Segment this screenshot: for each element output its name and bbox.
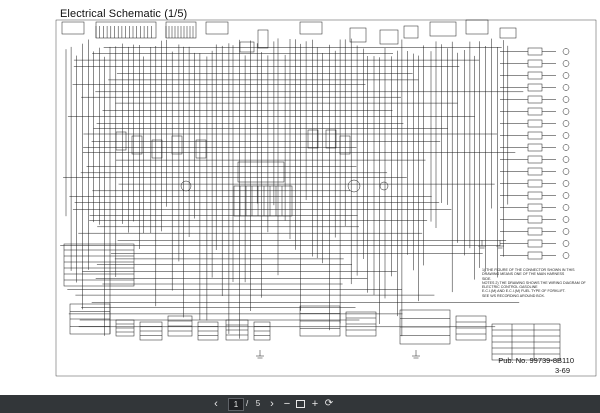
lamp-symbol — [562, 156, 570, 163]
next-page-button[interactable]: › — [270, 398, 274, 410]
lamp-symbol — [562, 168, 570, 175]
component-box — [527, 251, 543, 260]
lamp-symbol — [562, 120, 570, 127]
fit-page-icon[interactable] — [296, 400, 305, 408]
rotate-icon[interactable]: ⟳ — [324, 398, 334, 409]
lamp-symbol — [562, 204, 570, 211]
page-number-input[interactable]: 1 — [228, 398, 244, 411]
page-title: Electrical Schematic (1/5) — [60, 8, 188, 20]
note-line: SIDE. — [482, 276, 492, 281]
total-pages: 5 — [255, 399, 261, 408]
component-box — [195, 139, 207, 159]
component-box — [527, 107, 543, 116]
component-box — [527, 59, 543, 68]
note-line: SEE WS RECORDING AROUND BOX. — [482, 293, 545, 298]
component-box — [325, 129, 337, 149]
sensor-symbol — [180, 180, 192, 192]
component-box — [527, 47, 543, 56]
connector-block — [349, 27, 367, 43]
note-line: E.C.I.(M) AND E.C.I.(M) FUEL TYPE OF FOR… — [482, 289, 566, 294]
connector-block — [61, 21, 85, 35]
connector-block — [95, 21, 157, 39]
component-box — [527, 131, 543, 140]
component-box — [527, 71, 543, 80]
component-box — [527, 215, 543, 224]
component-box — [171, 135, 183, 155]
sensor-symbol — [379, 181, 389, 191]
component-box — [339, 135, 351, 155]
lamp-symbol — [562, 72, 570, 79]
component-box — [527, 191, 543, 200]
component-box — [527, 227, 543, 236]
connector-block — [299, 21, 323, 35]
connector-block — [499, 27, 517, 39]
wiring-diagram — [55, 19, 597, 377]
component-box — [527, 83, 543, 92]
lamp-symbol — [562, 96, 570, 103]
lamp-symbol — [562, 132, 570, 139]
lamp-symbol — [562, 48, 570, 55]
prev-page-button[interactable]: ‹ — [214, 398, 218, 410]
relay-box — [237, 161, 285, 183]
notes-block: 1) THE FIGURE OF THE CONNECTOR SHOWN IN … — [482, 268, 592, 298]
component-box — [151, 139, 163, 159]
note-line: DRAWING MEANS ONE OF THE MAIN HARNESS — [482, 272, 565, 277]
component-box — [131, 135, 143, 155]
lamp-symbol — [562, 144, 570, 151]
connector-block — [403, 25, 419, 39]
connector-block — [429, 21, 457, 37]
connector-block — [205, 21, 229, 35]
connector-table — [63, 243, 135, 287]
component-box — [527, 119, 543, 128]
lamp-symbol — [562, 228, 570, 235]
component-box — [527, 155, 543, 164]
component-box — [307, 129, 319, 149]
lamp-symbol — [562, 252, 570, 259]
fuse-box — [233, 185, 293, 217]
lamp-symbol — [562, 180, 570, 187]
component-box — [527, 143, 543, 152]
lamp-symbol — [562, 240, 570, 247]
sheet-border — [55, 19, 597, 377]
note-line: 1) THE FIGURE OF THE CONNECTOR SHOWN IN … — [482, 268, 575, 272]
zoom-out-button[interactable]: − — [283, 398, 291, 410]
component-box — [527, 203, 543, 212]
component-box — [527, 239, 543, 248]
lamp-symbol — [562, 60, 570, 67]
publication-number: Pub. No. 99739-8B110 — [498, 356, 574, 365]
component-box — [527, 95, 543, 104]
lamp-symbol — [562, 216, 570, 223]
connector-block — [379, 29, 399, 45]
connector-block — [239, 41, 255, 53]
lamp-symbol — [562, 108, 570, 115]
sensor-symbol — [347, 179, 361, 193]
lamp-symbol — [562, 84, 570, 91]
note-line: ELECTRIC CONTROL GASOLINE — [482, 285, 538, 290]
page-separator: / — [246, 399, 249, 408]
pdf-viewer-toolbar: ‹ 1 / 5 › − + ⟳ — [0, 395, 600, 413]
connector-block — [465, 19, 489, 35]
connector-block — [257, 29, 269, 49]
lamp-symbol — [562, 192, 570, 199]
page-number: 3-69 — [554, 366, 570, 375]
component-box — [115, 131, 127, 151]
schematic-page: Electrical Schematic (1/5) 1) THE FIGURE… — [55, 8, 597, 377]
component-box — [527, 179, 543, 188]
note-line: NOTES 2) THE DRAWING SHOWS THE WIRING DI… — [482, 280, 586, 285]
component-box — [527, 167, 543, 176]
zoom-in-button[interactable]: + — [311, 398, 319, 410]
